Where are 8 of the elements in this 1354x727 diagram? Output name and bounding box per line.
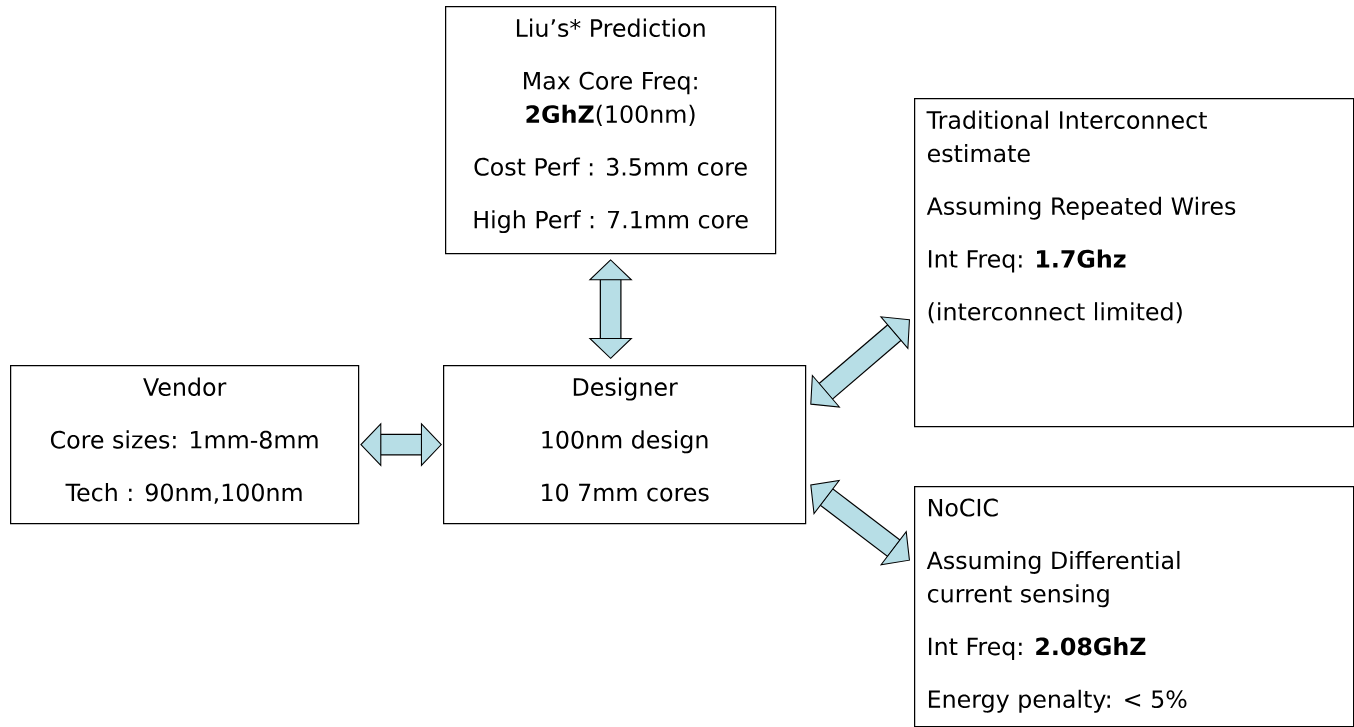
double-arrow bbox=[810, 316, 910, 408]
double-arrow bbox=[360, 422, 442, 467]
text-box: Designer 100nm design 10 7mm cores bbox=[443, 365, 807, 525]
text-box: Vendor Core sizes: 1mm-8mm Tech : 90nm,100nm bbox=[10, 365, 360, 525]
double-arrow bbox=[588, 259, 633, 359]
text-box: NoCIC Assuming Differential current sensing Int Freq: 2.08GhZ Energy penalty: < 5% bbox=[914, 486, 1354, 727]
text-box: Traditional Interconnect estimate Assuming Repeated Wires Int Freq: 1.7Ghz (interconnect limited) bbox=[914, 98, 1354, 428]
text-box: Liu’s* Prediction Max Core Freq: 2GhZ(100nm) Cost Perf : 3.5mm core High Perf : 7.1mm core bbox=[445, 6, 777, 255]
